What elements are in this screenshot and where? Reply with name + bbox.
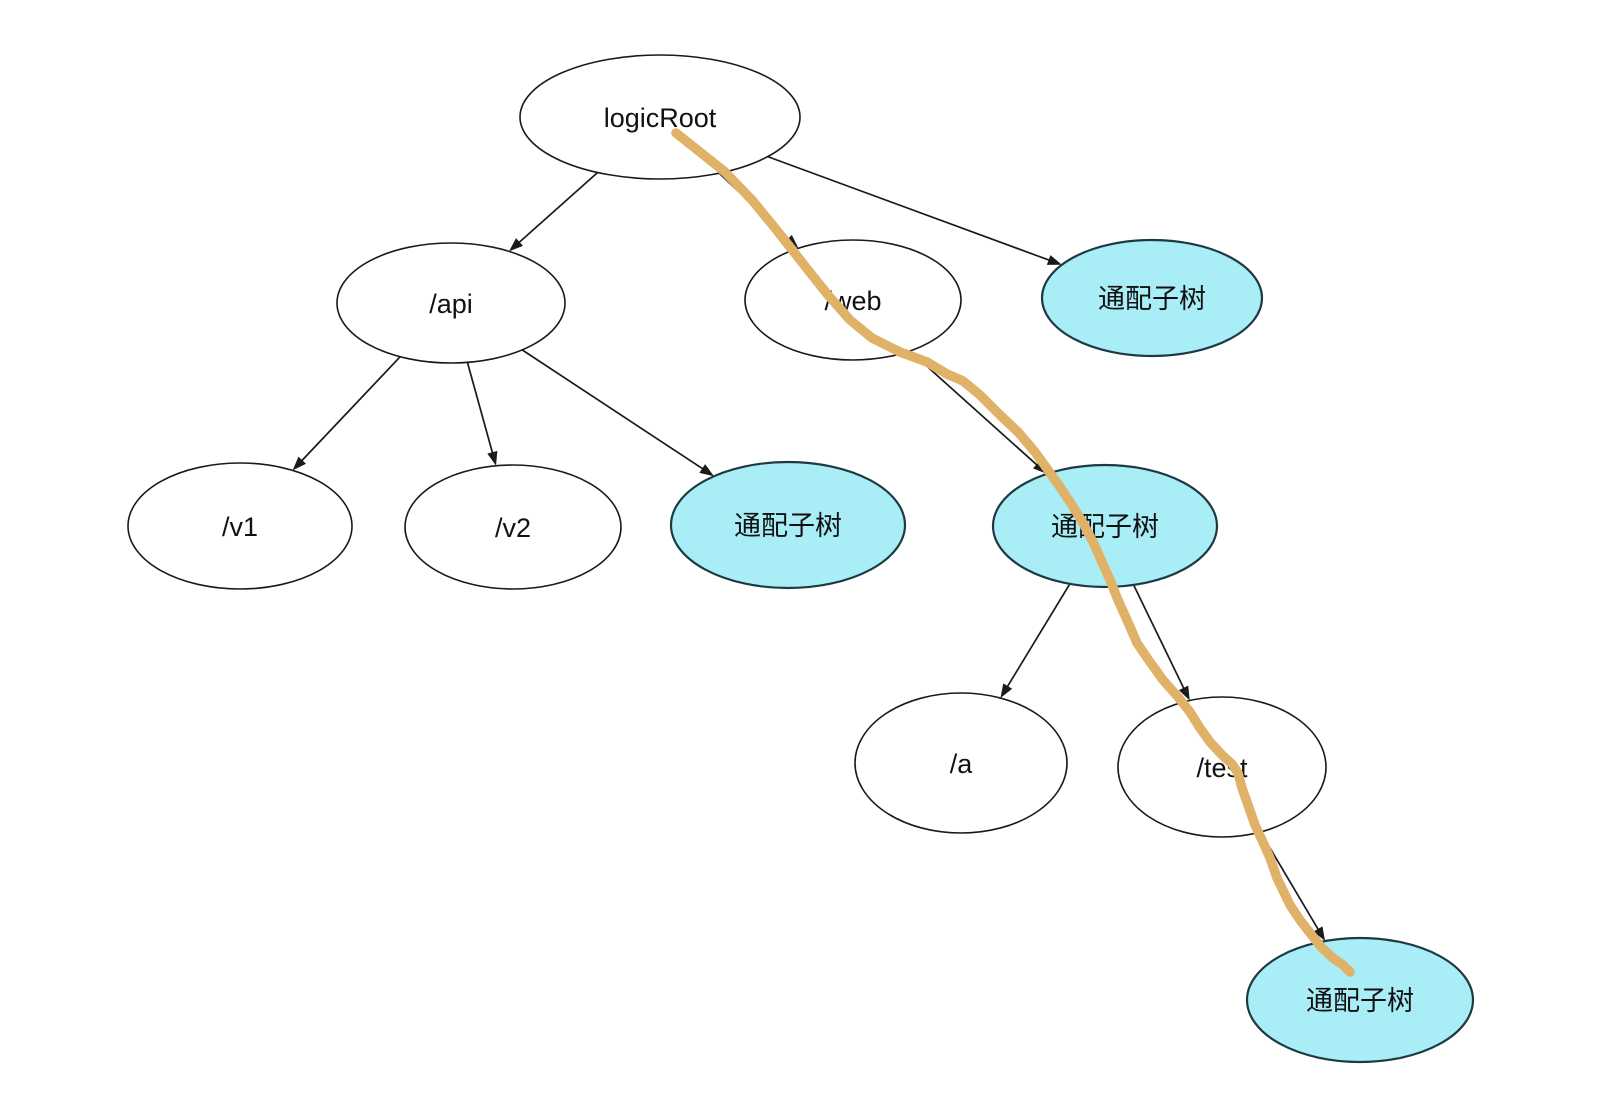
arrowhead-icon	[509, 238, 523, 252]
node-ellipse	[519, 54, 801, 180]
edge-logicRoot-to-api	[509, 171, 599, 252]
node-v2: /v2	[404, 464, 622, 590]
node-label-v1: /v1	[222, 512, 258, 542]
node-ellipse	[1117, 696, 1327, 838]
edge-api-to-v1	[292, 356, 401, 471]
edge-api-to-v2	[466, 362, 498, 466]
wildcard-node-ellipse	[669, 460, 907, 590]
edge-wc-web-to-test	[1132, 584, 1190, 701]
node-web: /web	[744, 239, 962, 361]
node-api: /api	[336, 242, 566, 364]
node-label-a: /a	[950, 749, 974, 779]
node-test: /test	[1117, 696, 1327, 838]
node-label-wc-api: 通配子树	[734, 511, 842, 541]
highlight-layer	[671, 128, 1355, 977]
node-ellipse	[127, 462, 353, 590]
arrowhead-icon	[487, 450, 498, 466]
node-logicRoot: logicRoot	[519, 54, 801, 180]
arrowhead-icon	[699, 464, 714, 477]
edges-layer	[292, 155, 1326, 942]
wildcard-node-ellipse	[1040, 238, 1264, 358]
node-v1: /v1	[127, 462, 353, 590]
node-label-v2: /v2	[495, 513, 531, 543]
node-ellipse	[336, 242, 566, 364]
node-label-wc-root: 通配子树	[1098, 284, 1206, 314]
edge-wc-web-to-a	[1000, 583, 1071, 699]
node-ellipse	[744, 239, 962, 361]
node-label-api: /api	[429, 289, 473, 319]
highlight-marker-stroke	[671, 128, 1355, 977]
node-a: /a	[854, 692, 1068, 834]
node-wc-test: 通配子树	[1245, 936, 1475, 1064]
node-label-wc-web: 通配子树	[1051, 512, 1159, 542]
node-wc-web: 通配子树	[991, 463, 1219, 589]
wildcard-node-ellipse	[1245, 936, 1475, 1064]
arrowhead-icon	[292, 456, 307, 471]
wildcard-node-ellipse	[991, 463, 1219, 589]
node-ellipse	[404, 464, 622, 590]
arrowhead-icon	[1178, 685, 1190, 701]
node-wc-root: 通配子树	[1040, 238, 1264, 358]
edge-logicRoot-to-wc-root	[767, 155, 1062, 265]
node-label-wc-test: 通配子树	[1306, 986, 1414, 1016]
node-wc-api: 通配子树	[669, 460, 907, 590]
edge-api-to-wc-api	[521, 349, 714, 477]
arrowhead-icon	[1313, 926, 1326, 942]
node-ellipse	[854, 692, 1068, 834]
arrowhead-icon	[1000, 683, 1013, 699]
node-label-logicRoot: logicRoot	[604, 103, 717, 133]
arrowhead-icon	[1046, 255, 1062, 265]
